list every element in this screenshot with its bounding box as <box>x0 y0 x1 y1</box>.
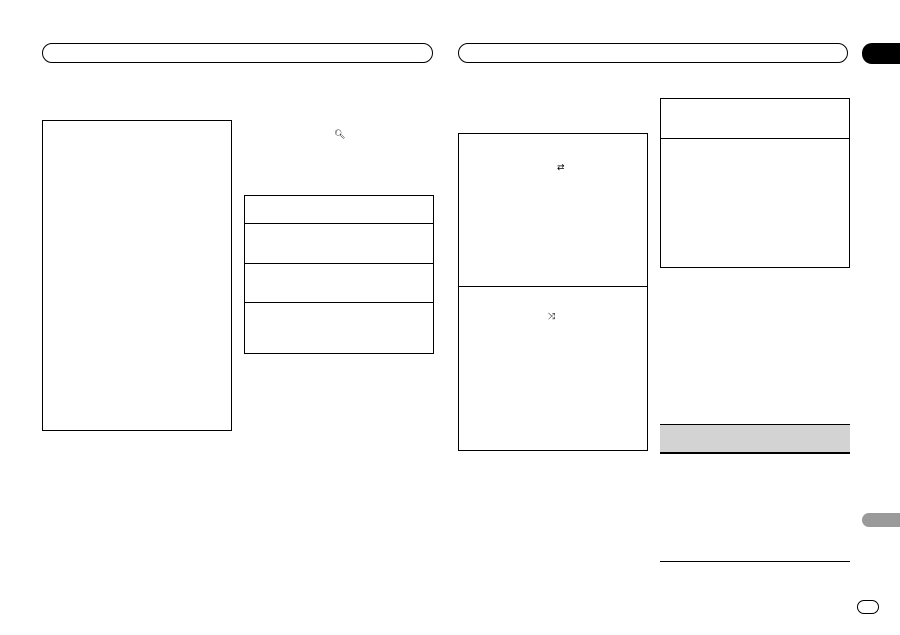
repeat-icon: ⇄ <box>557 163 565 173</box>
table-header <box>660 424 850 454</box>
shuffle-icon: ⤨ <box>548 312 556 322</box>
language-tab <box>862 43 900 64</box>
table-row-divider <box>244 263 434 264</box>
left-section-header <box>42 43 433 63</box>
search-icon: 🔍︎ <box>334 130 346 140</box>
table-row-divider <box>244 302 434 303</box>
page-number-badge <box>857 600 879 614</box>
right-section-header <box>458 43 848 63</box>
note-box-right <box>660 98 850 268</box>
box-section-divider <box>660 138 850 139</box>
function-table <box>244 195 434 354</box>
table-row-divider <box>244 223 434 224</box>
note-box-left <box>42 120 232 431</box>
box-section-divider <box>458 286 648 287</box>
section-side-tab <box>862 513 900 527</box>
note-box-playback <box>458 133 648 451</box>
table-bottom-rule <box>660 561 850 562</box>
